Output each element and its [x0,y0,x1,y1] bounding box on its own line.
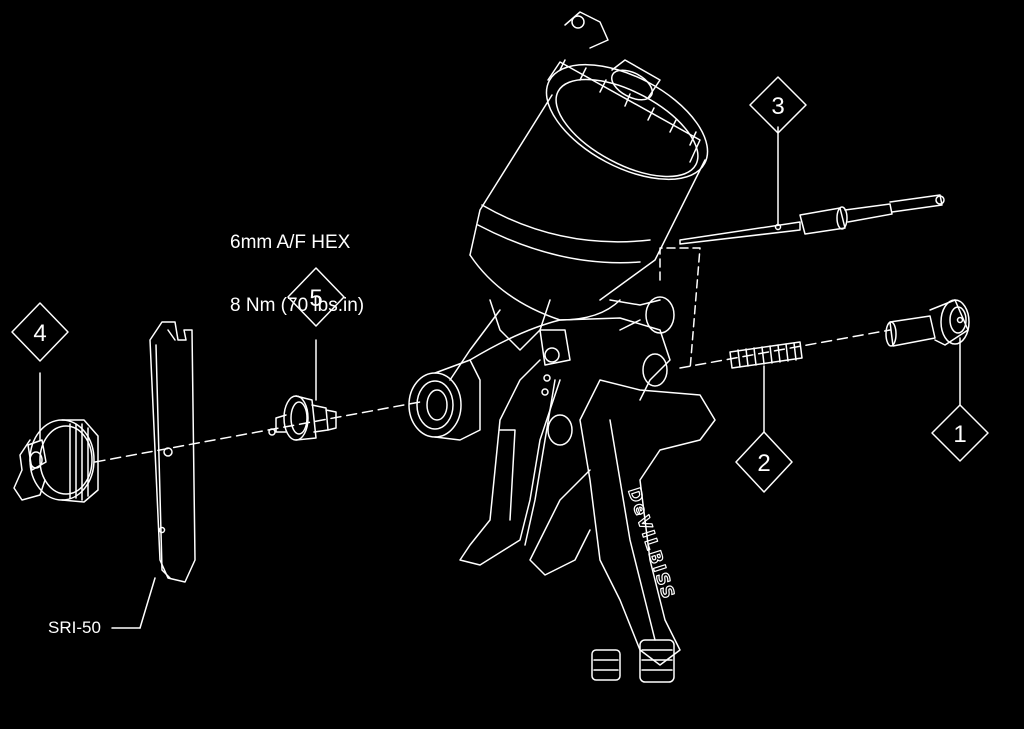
part-4-air-cap [14,373,98,502]
part-5-fluid-nozzle [269,340,336,440]
torque-note-line1: 6mm A/F HEX [230,232,351,253]
gravity-cup [470,12,726,320]
torque-note: 6mm A/F HEX 8 Nm (70 lbs.in) [230,190,364,337]
trigger [460,360,560,565]
part-2-needle-spring [730,342,802,432]
part-1-fluid-adjustment-knob [886,300,969,405]
sri-50-spanner [112,322,195,628]
callout-number-4: 4 [33,320,46,347]
callout-number-5: 5 [309,285,322,312]
assembly-axis-lines [95,248,890,462]
part-3-fluid-needle [680,127,944,244]
callout-1 [932,405,988,461]
air-head-seat [409,360,480,440]
tool-label: SRI-50 [48,618,101,637]
air-inlet-fittings [592,640,674,682]
callout-number-3: 3 [771,93,784,120]
callout-number-2: 2 [757,450,770,477]
callout-4 [12,303,68,361]
callout-2 [736,432,792,492]
torque-note-line2: 8 Nm (70 lbs.in) [230,295,365,316]
adjustment-knobs [548,297,674,445]
callout-3 [750,77,806,133]
callout-number-1: 1 [953,421,966,448]
callout-5 [288,268,344,326]
